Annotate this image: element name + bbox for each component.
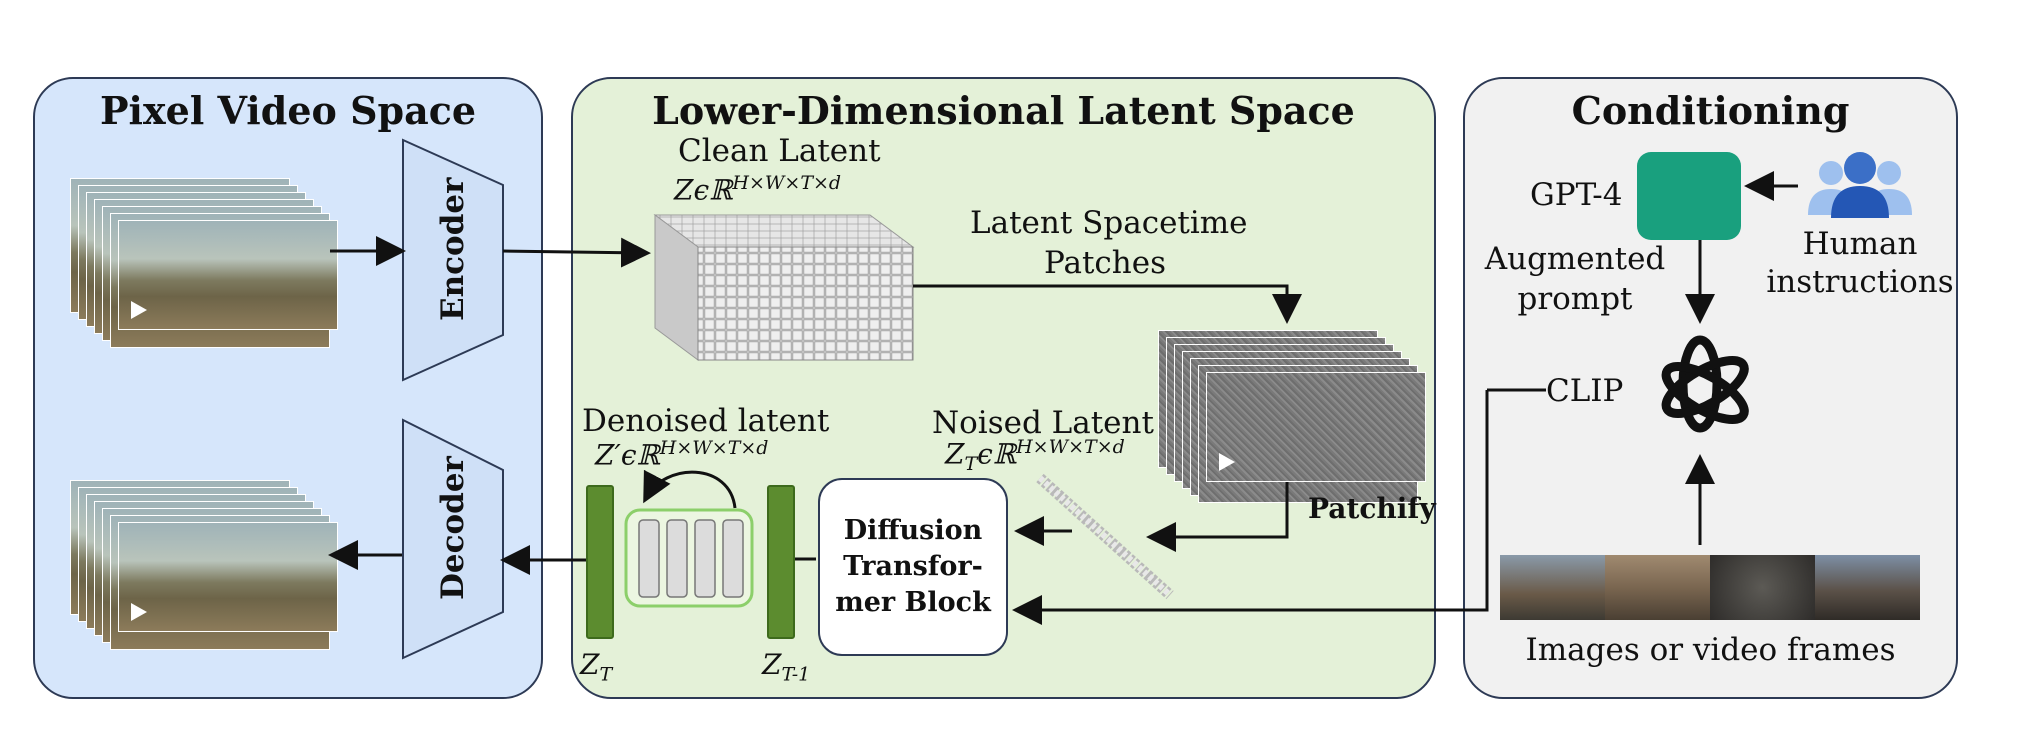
augmented-prompt-label-1: Augmented — [1484, 241, 1666, 277]
gpt4-tile — [1637, 152, 1741, 240]
image-frame-2 — [1605, 555, 1710, 620]
latent-bar-zt-1 — [767, 485, 795, 639]
patch-sequence — [1036, 473, 1174, 600]
noised-latent-math: ZTϵℝH×W×T×d — [945, 436, 1125, 475]
encoder-block — [402, 138, 504, 382]
zt-label: ZT — [580, 648, 613, 686]
conditioning-title: Conditioning — [1571, 88, 1850, 133]
spacetime-patches-label-2: Patches — [1044, 245, 1166, 281]
images-label: Images or video frames — [1525, 632, 1896, 668]
play-icon — [131, 301, 147, 319]
clip-logo-icon — [1661, 335, 1749, 433]
image-frame-4 — [1815, 555, 1920, 620]
users-icon — [1808, 152, 1912, 218]
noised-latent-label: Noised Latent — [932, 405, 1154, 441]
human-instructions-label-1: Human — [1802, 226, 1918, 262]
latent-bar-zt — [586, 485, 614, 639]
zt-1-label: ZT-1 — [762, 648, 811, 686]
encoder-label: Encoder — [435, 177, 471, 321]
clean-latent-math: ZϵℝH×W×T×d — [674, 172, 842, 207]
image-frame-3 — [1710, 555, 1815, 620]
patchify-label: Patchify — [1308, 492, 1436, 525]
play-icon — [131, 603, 147, 621]
latent-space-title: Lower-Dimensional Latent Space — [652, 88, 1355, 133]
clip-label: CLIP — [1546, 373, 1624, 409]
clean-latent-cube — [653, 214, 915, 361]
play-icon — [1219, 453, 1235, 471]
human-instructions-label-2: instructions — [1766, 264, 1954, 300]
augmented-prompt-label-2: prompt — [1517, 281, 1633, 317]
clean-latent-label: Clean Latent — [678, 133, 881, 169]
decoder-block — [402, 418, 504, 660]
image-frame-1 — [1500, 555, 1605, 620]
decoder-label: Decoder — [435, 456, 471, 600]
denoised-latent-label: Denoised latent — [582, 403, 830, 439]
spacetime-patches-label-1: Latent Spacetime — [970, 205, 1248, 241]
gpt4-label: GPT-4 — [1530, 177, 1623, 213]
denoised-latent-math: Z′ϵℝH×W×T×d — [595, 437, 769, 472]
pixel-video-space-title: Pixel Video Space — [99, 88, 477, 133]
